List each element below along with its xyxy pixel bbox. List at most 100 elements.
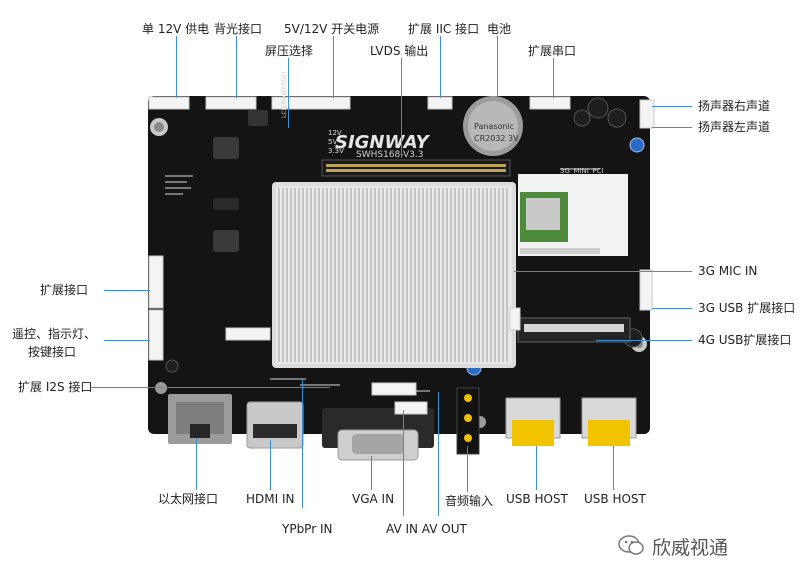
label-audio-in: 音频输入 [445,494,494,508]
label-keys: 按键接口 [28,345,77,359]
module-label: 3G_MINI_PCI [560,167,604,175]
heatsink-fin [314,188,316,362]
board-model: SWHS168-V3.3 [356,150,424,160]
leader-line [270,440,271,490]
heatsink-fin [370,188,372,362]
heatsink-fin [362,188,364,362]
heatsink-fin [294,188,296,362]
heatsink-fin [298,188,300,362]
leader-line [90,387,330,388]
heatsink-fin [406,188,408,362]
heatsink-fin [398,188,400,362]
label-lvds: LVDS 输出 [370,44,429,58]
heatsink-fin [442,188,444,362]
watermark-text: 欣威视通 [652,537,729,559]
leader-line [652,127,692,128]
label-4g-usb: 4G USB扩展接口 [698,333,792,347]
leader-line [553,58,554,98]
heatsink-fin [290,188,292,362]
heatsink-fin [438,188,440,362]
lcd-power-label: LCD POWERSET [281,70,288,118]
label-av-in-out: AV IN AV OUT [386,522,467,536]
heatsink-fin [414,188,416,362]
label-serial: 扩展串口 [528,44,577,58]
label-ypbpr-in: YPbPr IN [282,522,333,536]
voltage-5v: 5V [328,138,338,146]
label-battery: 电池 [487,22,512,36]
wechat-icon [618,534,644,556]
heatsink-fin [482,188,484,362]
heatsink-fin [474,188,476,362]
label-expansion: 扩展接口 [40,283,89,297]
leader-line [536,446,537,490]
usb-jack-2 [588,420,630,446]
heatsink-fin [350,188,352,362]
leader-line [652,106,692,107]
label-screen-voltage: 屏压选择 [265,44,314,58]
heatsink-fin [318,188,320,362]
heatsink-fin [470,188,472,362]
heatsink-fin [454,188,456,362]
label-backlight: 背光接口 [214,22,263,36]
heatsink-fin [506,188,508,362]
heatsink-fin [354,188,356,362]
label-speaker-right: 扬声器右声道 [698,99,771,113]
heatsink-fin [278,188,280,362]
label-hdmi-in: HDMI IN [246,492,295,506]
heatsink-fin [486,188,488,362]
label-vga-in: VGA IN [352,492,395,506]
heatsink-fin [394,188,396,362]
heatsink-fin [450,188,452,362]
leader-line [288,58,289,128]
label-i2s: 扩展 I2S 接口 [18,380,93,394]
inductor [213,230,239,252]
leader-line [467,446,468,492]
leader-line [371,456,372,490]
leader-line [403,410,404,516]
leader-line [176,36,177,98]
heatsink-fin [458,188,460,362]
leader-line [438,392,439,516]
heatsink-fin [490,188,492,362]
leader-line [302,380,303,508]
heatsink-fin [286,188,288,362]
leader-line [104,340,150,341]
heatsink-fin [418,188,420,362]
usb-jack-1 [512,420,554,446]
heatsink-fin [310,188,312,362]
heatsink-fin [422,188,424,362]
heatsink-fin [434,188,436,362]
heatsink-fin [494,188,496,362]
label-usb-host-2: USB HOST [584,492,646,506]
heatsink-fin [390,188,392,362]
heatsink-fin [402,188,404,362]
leader-line [333,36,334,98]
heatsink-fin [358,188,360,362]
leader-line [613,446,614,490]
voltage-12v: 12V [328,129,342,137]
heatsink-fin [446,188,448,362]
label-3g-usb: 3G USB 扩展接口 [698,301,796,315]
label-12v-power: 单 12V 供电 [142,22,210,36]
heatsink-fin [386,188,388,362]
heatsink-fin [426,188,428,362]
leader-line [196,438,197,490]
heatsink-fin [330,188,332,362]
heatsink-fin [382,188,384,362]
inductor [213,137,239,159]
label-remote-led: 遥控、指示灯、 [12,327,97,341]
heatsink-fin [302,188,304,362]
label-iic: 扩展 IIC 接口 [408,22,480,36]
leader-line [596,340,692,341]
heatsink-fin [334,188,336,362]
heatsink-fin [378,188,380,362]
leader-line [401,58,402,158]
voltage-3v3: 3.3V [328,147,344,155]
heatsink-fin [462,188,464,362]
label-3g-mic: 3G MIC IN [698,264,758,278]
heatsink-fin [374,188,376,362]
heatsink-fin [502,188,504,362]
battery-maker: Panasonic [474,122,515,131]
leader-line [514,271,692,272]
